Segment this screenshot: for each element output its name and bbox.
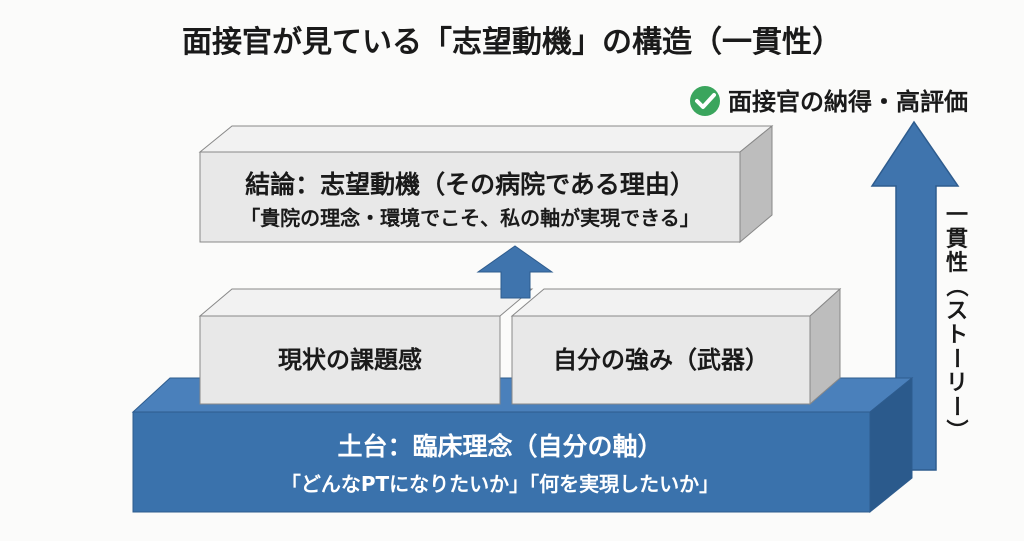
current-issue-block: 現状の課題感 bbox=[198, 288, 534, 405]
conclusion-heading: 結論：志望動機（その病院である理由） bbox=[245, 170, 695, 199]
consistency-label-char: ス bbox=[946, 299, 968, 324]
foundation-heading: 土台：臨床理念（自分の軸） bbox=[337, 432, 662, 461]
middle-label-strengths: 自分の強み（武器） bbox=[553, 346, 769, 374]
consistency-label-char: ト bbox=[946, 323, 968, 348]
consistency-label-char: ー bbox=[943, 347, 968, 369]
outcome-label: 面接官の納得・高評価 bbox=[728, 88, 968, 116]
consistency-label-char: ） bbox=[943, 419, 968, 441]
consistency-label-char: 貫 bbox=[946, 227, 968, 252]
consistency-label-char: （ bbox=[943, 275, 968, 297]
foundation-quote: 「どんなPTになりたいか」「何を実現したいか」 bbox=[281, 472, 719, 496]
conclusion-quote: 「貴院の理念・環境でこそ、私の軸が実現できる」 bbox=[240, 206, 700, 230]
check-circle-icon bbox=[690, 86, 720, 116]
consistency-label-char: ー bbox=[943, 395, 968, 417]
consistency-label-char: 性 bbox=[946, 251, 968, 276]
consistency-arrow bbox=[870, 120, 960, 471]
strengths-block: 自分の強み（武器） bbox=[510, 287, 842, 406]
diagram-title: 面接官が見ている「志望動機」の構造（一貫性） bbox=[182, 25, 842, 60]
conclusion-block: 結論：志望動機（その病院である理由） 「貴院の理念・環境でこそ、私の軸が実現でき… bbox=[198, 124, 774, 244]
consistency-label-char: リ bbox=[946, 371, 968, 396]
middle-label-issue: 現状の課題感 bbox=[278, 346, 422, 374]
consistency-label-char: 一 bbox=[946, 203, 968, 228]
small-up-arrow bbox=[476, 245, 554, 299]
